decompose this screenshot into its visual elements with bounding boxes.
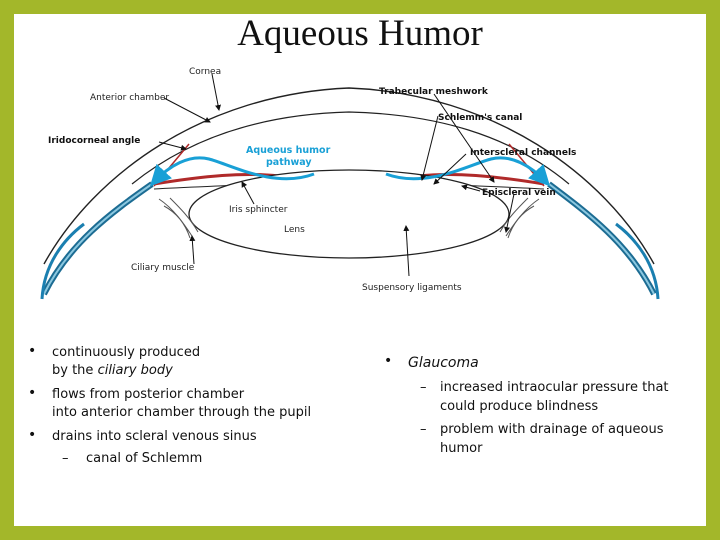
leader-iridocorneal [158, 141, 187, 151]
label-schlemms-canal: Schlemm's canal [438, 113, 522, 123]
label-iridocorneal-angle: Iridocorneal angle [48, 136, 140, 146]
bullet-text-cont: by the ciliary body [52, 363, 173, 378]
label-lens: Lens [284, 225, 305, 235]
label-episcleral-vein: Episcleral vein [482, 188, 556, 198]
sub-bullet-text: canal of Schlemm [86, 451, 203, 466]
dash-marker: – [62, 451, 69, 466]
glaucoma-heading: Glaucoma [408, 355, 479, 371]
pathway-arrow-left [149, 156, 315, 187]
retina-right [615, 222, 660, 300]
left-bullet-list: • continuously produced by the ciliary b… [28, 343, 358, 484]
iris-right [418, 172, 545, 186]
sub-bullet-text: increased intraocular pressure that [440, 380, 669, 395]
leader-anterior [163, 97, 211, 123]
eye-anatomy-diagram: Cornea Anterior chamber Trabecular meshw… [40, 67, 660, 300]
label-ciliary-muscle: Ciliary muscle [131, 263, 195, 273]
leader-interscleral [433, 153, 467, 185]
label-anterior-chamber: Anterior chamber [90, 93, 169, 103]
label-aqueous-pathway-1: Aqueous humor [246, 145, 331, 156]
leader-episcleral [461, 184, 481, 192]
right-bullet-list: • Glaucoma – increased intraocular press… [384, 353, 694, 484]
bullet-text-cont: into anterior chamber through the pupil [52, 405, 312, 420]
leader-ciliary [189, 235, 196, 265]
sub-bullet-text-cont: could produce blindness [440, 399, 599, 414]
sclera-right-inner [548, 183, 655, 295]
bullet-marker: • [28, 427, 37, 443]
bullet-marker: • [28, 385, 37, 401]
cornea-outer [43, 87, 655, 265]
leader-episcleral-vein [504, 193, 515, 233]
leader-iris [241, 181, 255, 205]
label-suspensory-ligaments: Suspensory ligaments [362, 283, 462, 293]
slide: Aqueous Humor [14, 14, 706, 526]
sub-bullet-text-cont: humor [440, 441, 483, 456]
slide-title: Aqueous Humor [237, 14, 483, 54]
bullet-text: drains into scleral venous sinus [52, 429, 257, 444]
label-interscleral-channels: Interscleral channels [470, 148, 576, 158]
lens-shape [188, 169, 510, 259]
retina-left [40, 222, 85, 300]
bullet-text: flows from posterior chamber [52, 387, 245, 402]
label-trabecular-meshwork: Trabecular meshwork [379, 87, 489, 97]
label-aqueous-pathway-2: pathway [266, 157, 312, 168]
sclera-left-inner [43, 183, 153, 295]
label-cornea: Cornea [189, 67, 221, 77]
leader-trabecular [433, 93, 495, 183]
bullet-marker: • [384, 353, 393, 369]
pathway-arrow-right [385, 156, 551, 187]
sub-bullet-text: problem with drainage of aqueous [440, 422, 664, 437]
bullet-marker: • [28, 343, 37, 359]
ciliary-left [158, 197, 199, 239]
dash-marker: – [420, 380, 427, 395]
leader-suspensory [403, 225, 410, 277]
cornea-inner [131, 111, 570, 185]
label-iris-sphincter: Iris sphincter [229, 205, 288, 215]
bullet-text: continuously produced [52, 345, 201, 360]
dash-marker: – [420, 422, 427, 437]
leader-cornea [211, 73, 221, 111]
leader-schlemm [420, 115, 439, 181]
